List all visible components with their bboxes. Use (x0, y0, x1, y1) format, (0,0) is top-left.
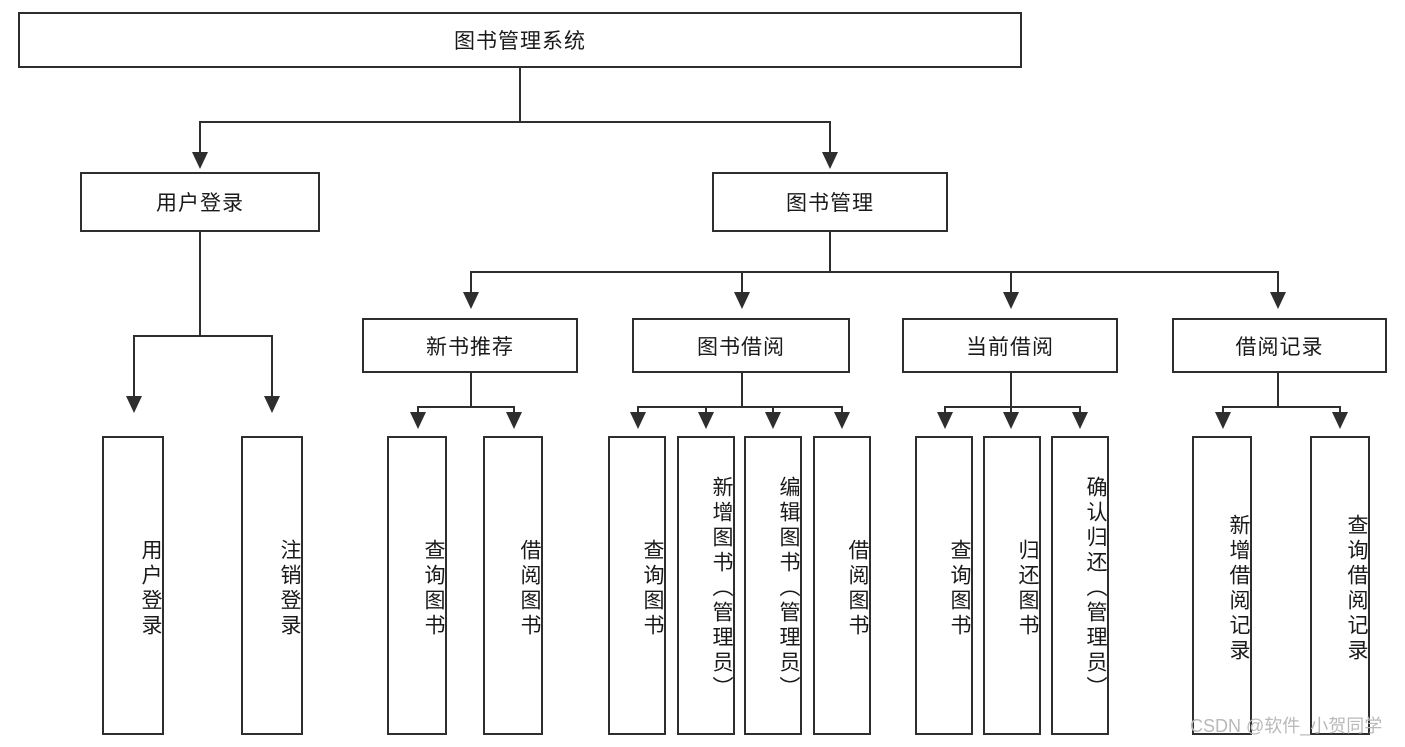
connector-bm-to-borrow-record (1277, 271, 1279, 295)
connector-current-borrow-stem (1010, 373, 1012, 407)
node-user-login[interactable]: 用户登录 (80, 172, 320, 232)
arrowhead-to-user-login (192, 152, 208, 169)
node-label: 当前借阅 (966, 335, 1054, 359)
watermark-text: CSDN @软件_小贺同学 (1190, 716, 1383, 736)
node-current-borrow[interactable]: 当前借阅 (902, 318, 1118, 373)
connector-user-login-bar (133, 335, 272, 337)
node-label: 借阅图书 (518, 538, 541, 639)
node-label: 用户登录 (156, 192, 244, 215)
connector-user-login-stem (199, 232, 201, 336)
node-root-book-management-system[interactable]: 图书管理系统 (18, 12, 1022, 68)
arrowhead-borrow-record-leaf-1 (1215, 412, 1231, 429)
connector-user-login-left (133, 335, 135, 399)
arrowhead-book-borrow-leaf-2 (698, 412, 714, 429)
node-label: 编辑图书（管理员） (777, 476, 800, 701)
connector-bm-to-new-book (470, 271, 472, 295)
connector-root-bar (199, 121, 831, 123)
leaf-user-login-1[interactable]: 用户登录 (102, 436, 164, 735)
node-label: 新增借阅记录 (1227, 513, 1250, 664)
leaf-book-borrow-3[interactable]: 编辑图书（管理员） (744, 436, 802, 735)
node-label: 查询借阅记录 (1345, 513, 1368, 664)
connector-root-to-book-management (829, 121, 831, 155)
connector-current-borrow-bar (944, 406, 1080, 408)
leaf-book-borrow-4[interactable]: 借阅图书 (813, 436, 871, 735)
leaf-user-login-2[interactable]: 注销登录 (241, 436, 303, 735)
node-label: 查询图书 (641, 538, 664, 639)
leaf-current-borrow-2[interactable]: 归还图书 (983, 436, 1041, 735)
leaf-book-borrow-2[interactable]: 新增图书（管理员） (677, 436, 735, 735)
leaf-new-book-1[interactable]: 查询图书 (387, 436, 447, 735)
arrowhead-book-borrow-leaf-3 (765, 412, 781, 429)
arrowhead-user-login-leaf-1 (126, 396, 142, 413)
connector-root-to-user-login (199, 121, 201, 155)
node-borrow-record[interactable]: 借阅记录 (1172, 318, 1387, 373)
leaf-borrow-record-2[interactable]: 查询借阅记录 (1310, 436, 1370, 735)
node-label: 借阅图书 (846, 538, 869, 639)
leaf-current-borrow-1[interactable]: 查询图书 (915, 436, 973, 735)
arrowhead-book-borrow-leaf-1 (630, 412, 646, 429)
connector-borrow-record-bar (1222, 406, 1340, 408)
arrowhead-to-borrow-record (1270, 292, 1286, 309)
node-book-management[interactable]: 图书管理 (712, 172, 948, 232)
arrowhead-new-book-leaf-1 (410, 412, 426, 429)
arrowhead-book-borrow-leaf-4 (834, 412, 850, 429)
node-label: 用户登录 (139, 538, 162, 639)
node-label: 注销登录 (278, 538, 301, 639)
arrowhead-borrow-record-leaf-2 (1332, 412, 1348, 429)
leaf-book-borrow-1[interactable]: 查询图书 (608, 436, 666, 735)
arrowhead-current-borrow-leaf-1 (937, 412, 953, 429)
leaf-borrow-record-1[interactable]: 新增借阅记录 (1192, 436, 1252, 735)
node-label: 确认归还（管理员） (1084, 476, 1107, 701)
connector-bm-to-current-borrow (1010, 271, 1012, 295)
connector-user-login-right (271, 335, 273, 399)
node-label: 图书管理 (786, 192, 874, 215)
arrowhead-user-login-leaf-2 (264, 396, 280, 413)
leaf-current-borrow-3[interactable]: 确认归还（管理员） (1051, 436, 1109, 735)
connector-root-stem (519, 68, 521, 122)
node-label: 新增图书（管理员） (710, 476, 733, 701)
arrowhead-to-book-management (822, 152, 838, 169)
arrowhead-current-borrow-leaf-3 (1072, 412, 1088, 429)
arrowhead-new-book-leaf-2 (506, 412, 522, 429)
arrowhead-to-new-book-recommend (463, 292, 479, 309)
leaf-new-book-2[interactable]: 借阅图书 (483, 436, 543, 735)
node-label: 查询图书 (948, 538, 971, 639)
connector-book-borrow-bar (637, 406, 842, 408)
connector-book-management-stem (829, 232, 831, 272)
connector-new-book-stem (470, 373, 472, 407)
connector-bm-to-book-borrow (741, 271, 743, 295)
connector-book-management-bar (470, 271, 1278, 273)
node-label: 归还图书 (1016, 538, 1039, 639)
node-label: 新书推荐 (426, 335, 514, 359)
connector-borrow-record-stem (1277, 373, 1279, 407)
arrowhead-current-borrow-leaf-2 (1003, 412, 1019, 429)
node-label: 图书借阅 (697, 335, 785, 359)
connector-new-book-bar (417, 406, 514, 408)
node-book-borrow[interactable]: 图书借阅 (632, 318, 850, 373)
connector-book-borrow-stem (741, 373, 743, 407)
node-label: 查询图书 (422, 538, 445, 639)
node-new-book-recommend[interactable]: 新书推荐 (362, 318, 578, 373)
arrowhead-to-current-borrow (1003, 292, 1019, 309)
node-label: 借阅记录 (1235, 335, 1324, 359)
arrowhead-to-book-borrow (734, 292, 750, 309)
node-label: 图书管理系统 (454, 30, 586, 53)
